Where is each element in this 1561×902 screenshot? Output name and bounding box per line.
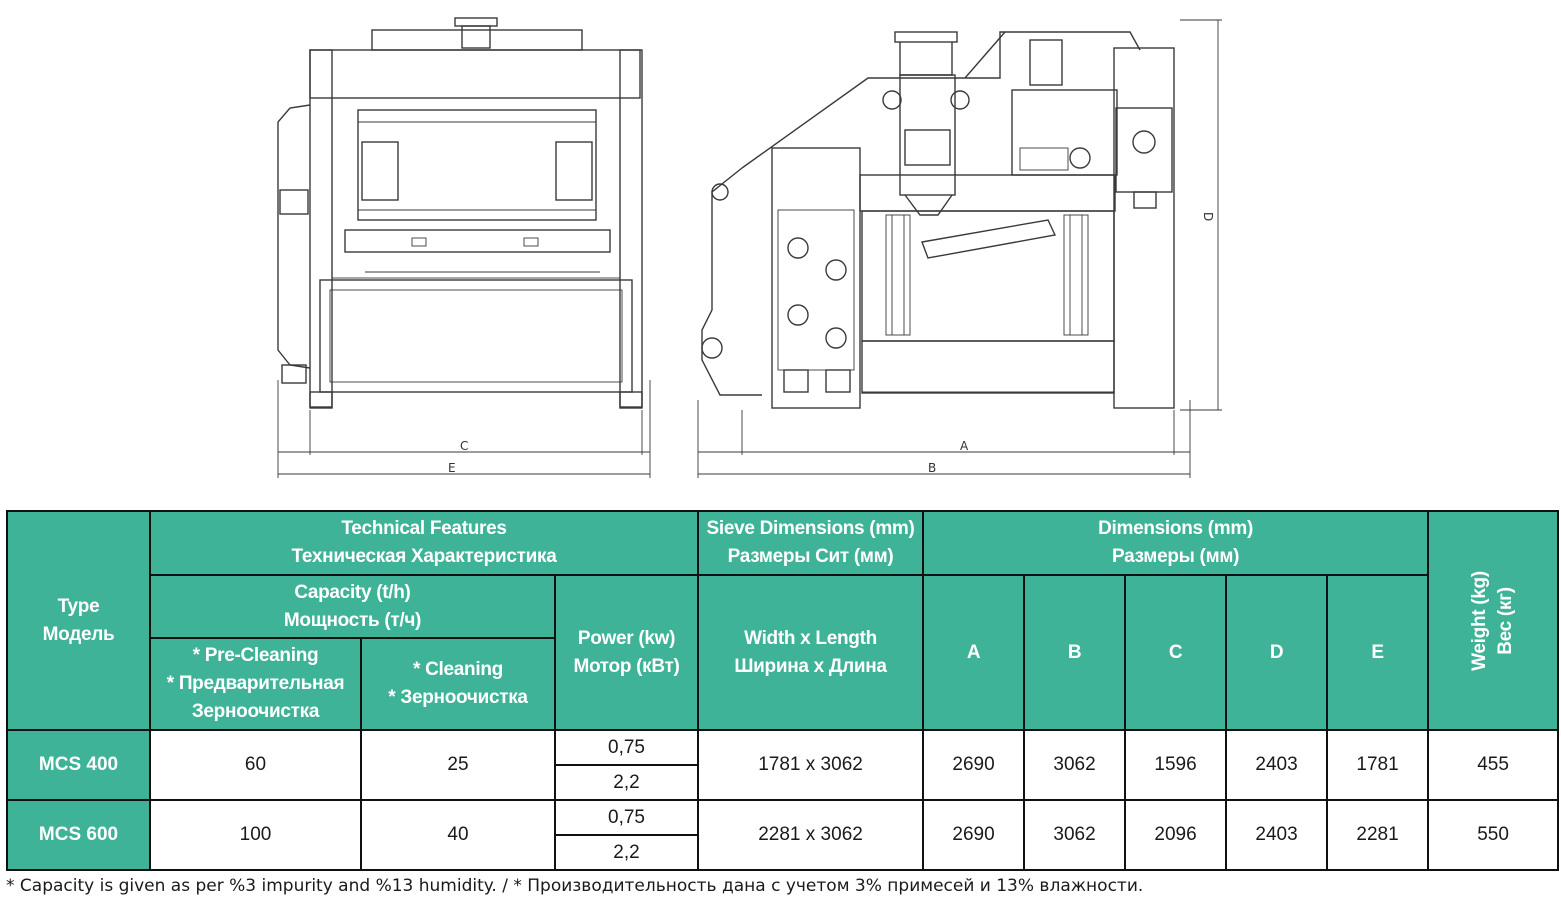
header-dim-a: A xyxy=(922,574,1026,731)
front-view-drawing xyxy=(277,17,651,478)
dim-a-cell: 2690 xyxy=(922,729,1026,801)
pre-cleaning-cell: 100 xyxy=(149,799,362,871)
pre-cleaning-cell: 60 xyxy=(149,729,362,801)
header-capacity: Capacity (t/h)Мощность (т/ч) xyxy=(149,574,556,639)
dim-d-cell: 2403 xyxy=(1225,729,1329,801)
header-dim-d: D xyxy=(1225,574,1329,731)
dimension-label-a: A xyxy=(960,439,969,453)
cleaning-cell: 40 xyxy=(360,799,556,871)
header-dim-c: C xyxy=(1124,574,1228,731)
model-cell: MCS 600 xyxy=(6,799,151,871)
side-view-drawing xyxy=(697,19,1222,478)
dim-b-cell: 3062 xyxy=(1023,729,1127,801)
dim-e-cell: 1781 xyxy=(1326,729,1430,801)
cleaning-cell: 25 xyxy=(360,729,556,801)
table-row: MCS 400 60 25 0,75 1781 x 3062 2690 3062… xyxy=(6,729,1560,801)
dim-c-cell: 1596 xyxy=(1124,729,1228,801)
dimension-label-e: E xyxy=(448,461,456,475)
power-cell: 0,75 xyxy=(553,799,700,836)
header-dim-b: B xyxy=(1023,574,1127,731)
dim-c-cell: 2096 xyxy=(1124,799,1228,871)
capacity-footnote: * Capacity is given as per %3 impurity a… xyxy=(6,876,1144,896)
dim-b-cell: 3062 xyxy=(1023,799,1127,871)
dim-e-cell: 2281 xyxy=(1326,799,1430,871)
dimension-label-c: C xyxy=(460,439,468,453)
table-row: MCS 600 100 40 0,75 2281 x 3062 2690 306… xyxy=(6,799,1560,871)
header-cleaning: * Cleaning* Зерноочистка xyxy=(360,637,556,731)
header-dim-e: E xyxy=(1326,574,1430,731)
dim-d-cell: 2403 xyxy=(1225,799,1329,871)
power-cell: 2,2 xyxy=(553,834,700,871)
power-cell: 2,2 xyxy=(553,764,700,801)
dim-a-cell: 2690 xyxy=(922,799,1026,871)
header-weight: Weight (kg)Вес (кг) xyxy=(1427,510,1560,731)
sieve-cell: 1781 x 3062 xyxy=(697,729,925,801)
technical-drawings: C E xyxy=(277,17,1222,478)
weight-cell: 455 xyxy=(1427,729,1560,801)
weight-cell: 550 xyxy=(1427,799,1560,871)
header-power: Power (kw)Мотор (кВт) xyxy=(553,574,700,731)
machine-drawing-svg: C E xyxy=(277,17,1222,478)
header-dimensions: Dimensions (mm)Размеры (мм) xyxy=(922,510,1430,576)
sieve-cell: 2281 x 3062 xyxy=(697,799,925,871)
dimension-label-b: B xyxy=(928,461,936,475)
dimension-label-d: D xyxy=(1201,212,1215,221)
model-cell: MCS 400 xyxy=(6,729,151,801)
power-cell: 0,75 xyxy=(553,729,700,766)
header-sieve-dimensions: Sieve Dimensions (mm)Размеры Сит (мм) xyxy=(697,510,925,576)
